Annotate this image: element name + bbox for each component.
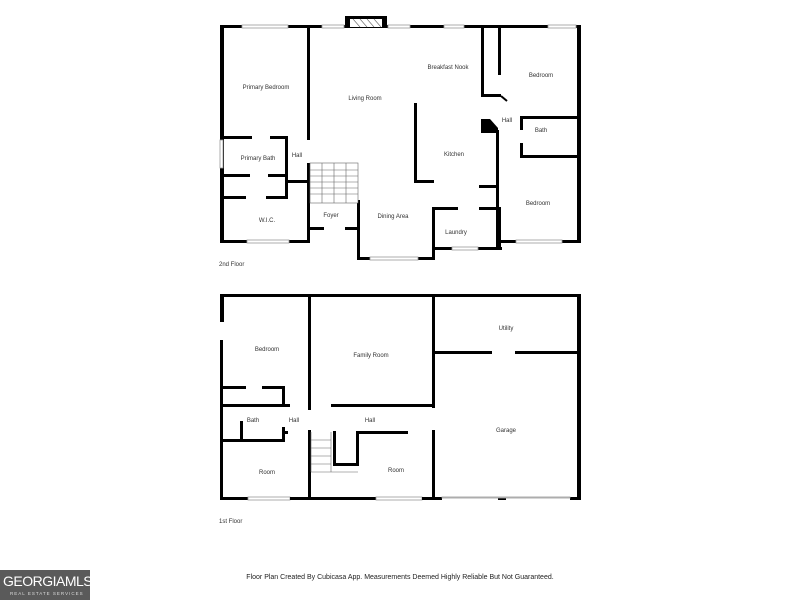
room-label-wic: W.I.C.: [259, 218, 276, 224]
room-label-kitchen: Kitchen: [444, 152, 464, 158]
room-label-laundry: Laundry: [445, 230, 467, 236]
footer-disclaimer: Floor Plan Created By Cubicasa App. Meas…: [246, 574, 554, 581]
room-label-garage: Garage: [496, 428, 517, 434]
room-label-bedroom-upper: Bedroom: [529, 73, 553, 79]
room-label-utility: Utility: [499, 326, 514, 332]
room-label-breakfast-nook: Breakfast Nook: [427, 65, 469, 71]
room-label-bedroom-1f: Bedroom: [255, 347, 279, 353]
room-label-primary-bath: Primary Bath: [241, 156, 276, 162]
room-label-hall-1f: Hall: [365, 418, 375, 424]
room-label-living-room: Living Room: [348, 96, 381, 102]
room-label-hall-small-1f: Hall: [289, 418, 299, 424]
room-label-dining-area: Dining Area: [377, 214, 409, 220]
logo-name: GEORGIAMLS: [3, 573, 93, 589]
second-floor-plan: Primary Bedroom Living Room Breakfast No…: [219, 16, 581, 268]
room-label-bath: Bath: [535, 128, 547, 134]
floor-label-2nd: 2nd Floor: [219, 262, 244, 268]
room-label-family-room: Family Room: [353, 353, 388, 359]
room-label-primary-bedroom: Primary Bedroom: [243, 85, 290, 91]
room-label-hall-left: Hall: [292, 153, 302, 159]
room-label-bedroom-lower: Bedroom: [526, 201, 550, 207]
floor-label-1st: 1st Floor: [219, 519, 242, 525]
room-label-room-right: Room: [388, 468, 404, 474]
logo-tagline: REAL ESTATE SERVICES: [10, 591, 84, 596]
room-label-foyer: Foyer: [323, 213, 338, 219]
room-label-room-left: Room: [259, 470, 275, 476]
room-label-hall-right: Hall: [502, 118, 512, 124]
georgia-mls-logo: GEORGIAMLS REAL ESTATE SERVICES: [0, 570, 93, 600]
room-label-bath-1f: Bath: [247, 418, 259, 424]
first-floor-plan: Bedroom Family Room Utility Bath Hall Ha…: [219, 294, 581, 525]
